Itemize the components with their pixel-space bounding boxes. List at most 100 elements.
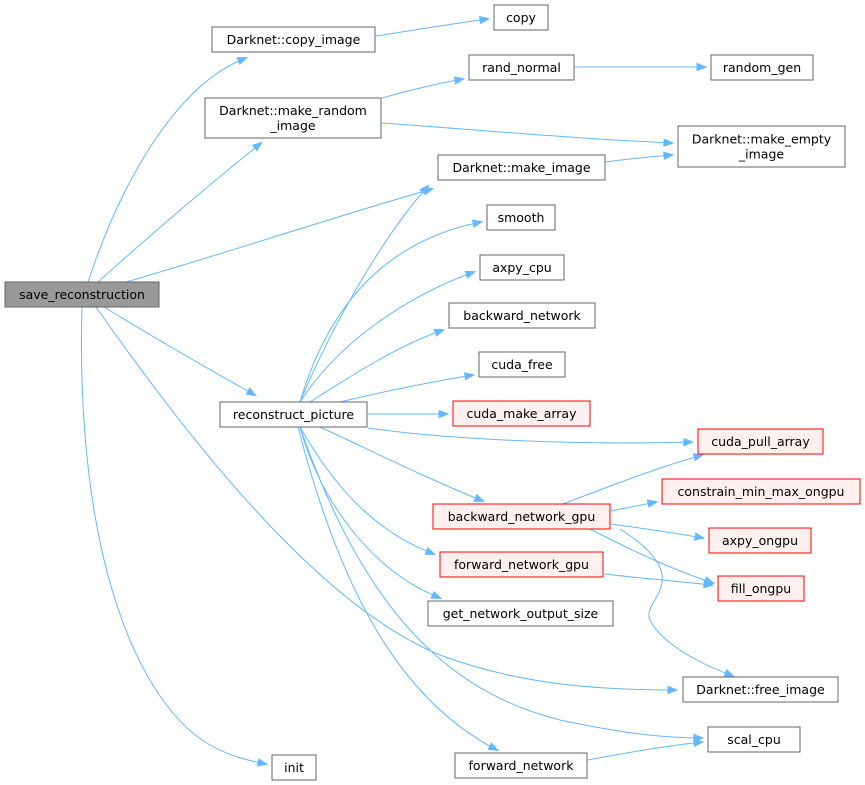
- node-rand-normal[interactable]: rand_normal: [468, 54, 575, 81]
- edge-line: [605, 154, 673, 163]
- edge-line: [381, 122, 673, 144]
- edge-line: [610, 523, 704, 539]
- node-label: cuda_free: [491, 357, 553, 372]
- node-save-reconstruction[interactable]: save_reconstruction: [4, 281, 160, 308]
- edge-line: [381, 78, 464, 99]
- node-label: random_gen: [723, 60, 801, 75]
- edge-reconstruct-picture-to-make-image: [299, 184, 430, 403]
- node-make-empty-image[interactable]: Darknet::make_empty_image: [677, 125, 846, 168]
- node-box[interactable]: [448, 302, 596, 329]
- edge-line: [299, 271, 475, 403]
- node-label: Darknet::free_image: [696, 682, 825, 697]
- node-box[interactable]: [219, 401, 368, 428]
- node-box[interactable]: [452, 400, 591, 427]
- node-box[interactable]: [432, 503, 611, 530]
- call-graph-edges: [80, 15, 736, 767]
- node-box[interactable]: [204, 97, 382, 139]
- node-label: _image: [269, 118, 315, 133]
- edge-arrowhead: [692, 453, 705, 462]
- node-box[interactable]: [707, 726, 801, 753]
- edge-arrowhead: [683, 437, 695, 447]
- node-box[interactable]: [493, 4, 549, 31]
- edge-arrowhead: [723, 669, 736, 677]
- node-smooth[interactable]: smooth: [486, 204, 556, 231]
- edge-reconstruct-picture-to-backward-network: [309, 328, 446, 403]
- node-forward-network[interactable]: forward_network: [454, 752, 588, 779]
- edge-copy-image-to-copy: [375, 15, 491, 37]
- edge-arrowhead: [433, 328, 446, 337]
- node-box[interactable]: [682, 676, 839, 703]
- node-box[interactable]: [454, 752, 588, 779]
- node-make-random-image[interactable]: Darknet::make_random_image: [204, 97, 382, 139]
- node-make-image[interactable]: Darknet::make_image: [437, 154, 606, 181]
- node-box[interactable]: [271, 754, 317, 781]
- node-box[interactable]: [486, 204, 556, 231]
- node-box[interactable]: [437, 154, 606, 181]
- node-get-network-output-size[interactable]: get_network_output_size: [427, 600, 614, 627]
- node-cuda-pull-array[interactable]: cuda_pull_array: [697, 428, 824, 455]
- node-label: Darknet::make_image: [452, 160, 590, 175]
- edge-line: [299, 426, 435, 555]
- node-label: constrain_min_max_ongpu: [678, 484, 845, 499]
- edge-arrowhead: [430, 590, 443, 599]
- node-label: backward_network: [463, 308, 581, 323]
- edge-line: [87, 57, 247, 283]
- node-box[interactable]: [4, 281, 160, 308]
- node-box[interactable]: [427, 600, 614, 627]
- edge-arrowhead: [471, 219, 484, 228]
- node-box[interactable]: [211, 26, 376, 53]
- edge-reconstruct-picture-to-get-network-output-size: [299, 426, 443, 599]
- edge-arrowhead: [479, 15, 491, 25]
- edge-save-reconstruction-to-copy-image: [87, 57, 249, 283]
- node-label: copy: [506, 10, 536, 25]
- node-backward-network[interactable]: backward_network: [448, 302, 596, 329]
- node-label: forward_network_gpu: [454, 557, 589, 572]
- edge-save-reconstruction-to-free-image: [95, 306, 679, 695]
- node-fill-ongpu[interactable]: fill_ongpu: [717, 575, 805, 602]
- edge-line: [299, 426, 441, 599]
- node-init[interactable]: init: [271, 754, 317, 781]
- node-cuda-free[interactable]: cuda_free: [478, 351, 566, 378]
- node-constrain-min-max-ongpu[interactable]: constrain_min_max_ongpu: [661, 478, 861, 505]
- edge-line: [309, 329, 444, 403]
- edge-make-image-to-make-empty-image: [605, 151, 675, 163]
- edge-line: [375, 18, 489, 37]
- node-box[interactable]: [708, 527, 812, 554]
- edge-save-reconstruction-to-make-random-image: [97, 141, 263, 283]
- node-box[interactable]: [710, 54, 814, 81]
- node-box[interactable]: [697, 428, 824, 455]
- node-box[interactable]: [478, 351, 566, 378]
- node-box[interactable]: [439, 551, 604, 578]
- edge-reconstruct-picture-to-cuda-make-array: [368, 409, 450, 419]
- edge-save-reconstruction-to-init: [80, 306, 269, 767]
- node-backward-network-gpu[interactable]: backward_network_gpu: [432, 503, 611, 530]
- node-label: fill_ongpu: [731, 581, 791, 596]
- node-box[interactable]: [479, 254, 565, 281]
- edge-reconstruct-picture-to-forward-network: [297, 426, 500, 752]
- node-cuda-make-array[interactable]: cuda_make_array: [452, 400, 591, 427]
- node-label: backward_network_gpu: [448, 509, 596, 524]
- node-scal-cpu[interactable]: scal_cpu: [707, 726, 801, 753]
- node-axpy-cpu[interactable]: axpy_cpu: [479, 254, 565, 281]
- node-axpy-ongpu[interactable]: axpy_ongpu: [708, 527, 812, 554]
- node-box[interactable]: [677, 125, 846, 168]
- node-label: save_reconstruction: [19, 287, 145, 302]
- node-label: _image: [738, 147, 784, 162]
- edge-forward-network-gpu-to-fill-ongpu: [603, 573, 715, 589]
- node-box[interactable]: [661, 478, 861, 505]
- node-box[interactable]: [717, 575, 805, 602]
- edge-backward-network-gpu-to-axpy-ongpu: [610, 523, 706, 541]
- node-random-gen[interactable]: random_gen: [710, 54, 814, 81]
- node-free-image[interactable]: Darknet::free_image: [682, 676, 839, 703]
- node-label: init: [284, 760, 304, 775]
- edge-line: [603, 573, 713, 586]
- node-forward-network-gpu[interactable]: forward_network_gpu: [439, 551, 604, 578]
- edge-save-reconstruction-to-make-image: [125, 187, 435, 283]
- node-copy-image[interactable]: Darknet::copy_image: [211, 26, 376, 53]
- edge-line: [299, 221, 482, 403]
- node-label: axpy_cpu: [492, 260, 551, 275]
- node-copy[interactable]: copy: [493, 4, 549, 31]
- node-box[interactable]: [468, 54, 575, 81]
- node-reconstruct-picture[interactable]: reconstruct_picture: [219, 401, 368, 428]
- edge-arrowhead: [667, 685, 679, 695]
